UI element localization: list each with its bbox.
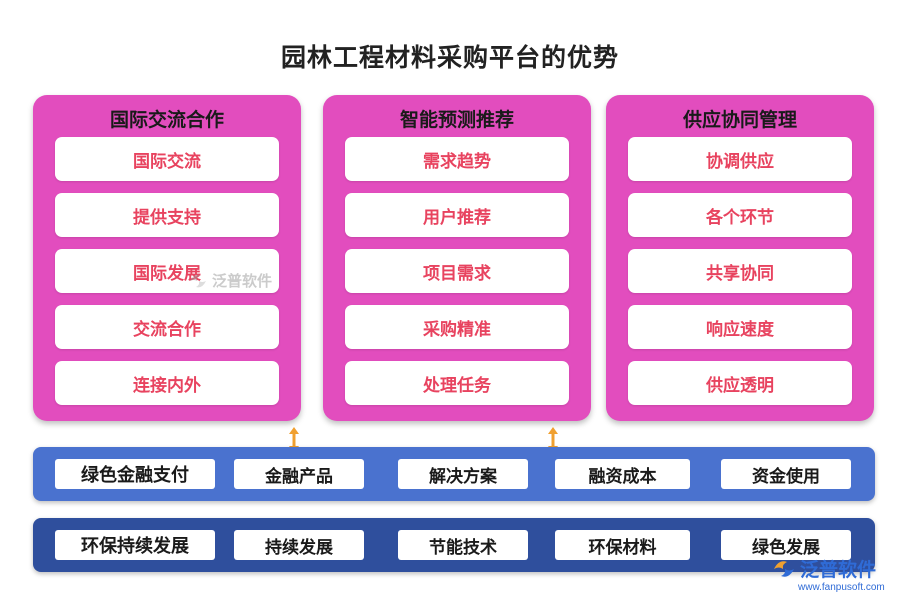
band-item: 融资成本 <box>555 459 690 489</box>
card-title: 国际交流合作 <box>109 109 224 131</box>
brand-name: 泛普软件 <box>800 559 877 581</box>
card-title: 智能预测推荐 <box>399 109 514 131</box>
card-item: 连接内外 <box>55 361 279 405</box>
card-item: 交流合作 <box>55 305 279 349</box>
card-item: 需求趋势 <box>345 137 569 181</box>
card-item: 国际发展 <box>55 249 279 293</box>
brand-logo: 泛普软件 <box>772 555 876 582</box>
band-item: 环保材料 <box>555 530 690 560</box>
watermark: 泛普软件 <box>188 270 272 291</box>
card-smart-prediction: 智能预测推荐 需求趋势 用户推荐 项目需求 采购精准 处理任务 <box>323 95 591 421</box>
band-item: 节能技术 <box>398 530 528 560</box>
card-title: 供应协同管理 <box>682 109 797 131</box>
band-item: 解决方案 <box>398 459 528 489</box>
watermark-text: 泛普软件 <box>212 272 273 290</box>
band-item: 资金使用 <box>721 459 851 489</box>
card-item: 处理任务 <box>345 361 569 405</box>
card-item: 用户推荐 <box>345 193 569 237</box>
card-supply-collaboration: 供应协同管理 协调供应 各个环节 共享协同 响应速度 供应透明 <box>606 95 874 421</box>
band-item: 持续发展 <box>234 530 364 560</box>
card-international-cooperation: 国际交流合作 国际交流 提供支持 国际发展 交流合作 连接内外 <box>33 95 301 421</box>
band-item: 绿色发展 <box>721 530 851 560</box>
brand-url: www.fanpusoft.com <box>798 582 885 593</box>
band-lead-label: 环保持续发展 <box>55 530 215 560</box>
card-item: 项目需求 <box>345 249 569 293</box>
fanpu-logo-icon <box>774 560 794 577</box>
card-item: 提供支持 <box>55 193 279 237</box>
card-item: 响应速度 <box>628 305 852 349</box>
diagram-title: 园林工程材料采购平台的优势 <box>280 43 619 72</box>
card-item: 共享协同 <box>628 249 852 293</box>
fanpu-logo-icon <box>190 274 206 287</box>
green-finance-band: 绿色金融支付 金融产品 解决方案 融资成本 资金使用 <box>33 447 875 501</box>
card-item: 各个环节 <box>628 193 852 237</box>
band-item: 金融产品 <box>234 459 364 489</box>
eco-sustainability-band: 环保持续发展 持续发展 节能技术 环保材料 绿色发展 <box>33 518 875 572</box>
card-item: 采购精准 <box>345 305 569 349</box>
card-item: 协调供应 <box>628 137 852 181</box>
band-lead-label: 绿色金融支付 <box>55 459 215 489</box>
card-item: 国际交流 <box>55 137 279 181</box>
card-item: 供应透明 <box>628 361 852 405</box>
